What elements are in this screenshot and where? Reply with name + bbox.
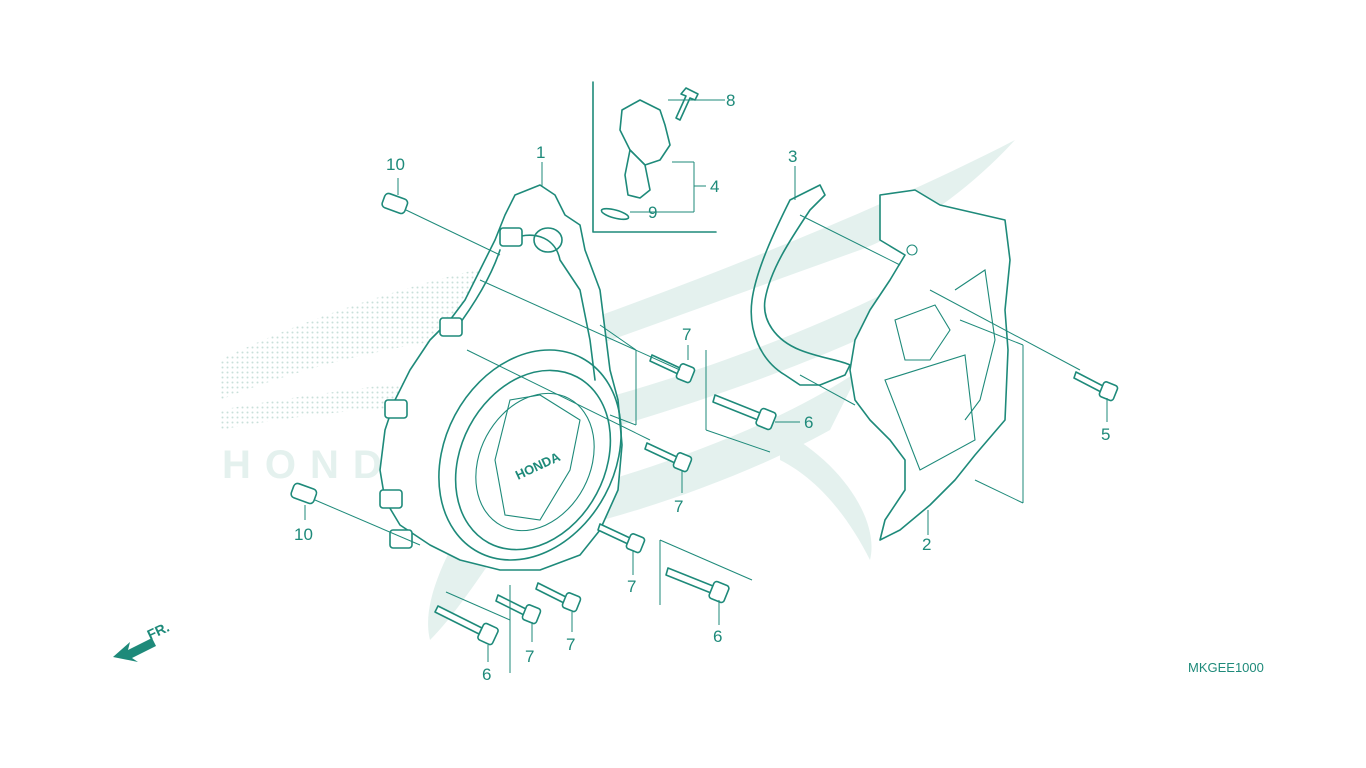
callout-10-top: 10 — [386, 155, 405, 174]
dowel-pin-bottom — [290, 482, 318, 505]
diagram-code: MKGEE1000 — [1188, 660, 1264, 675]
callout-7-low: 7 — [566, 635, 575, 654]
bolt-5 — [1073, 371, 1119, 402]
bolt-7-low — [535, 582, 582, 613]
bolt-7-lowmid — [597, 523, 646, 554]
crankcase-cover-part: HONDA — [379, 184, 623, 571]
front-label: FR. — [145, 619, 172, 643]
bolt-6-right — [665, 567, 730, 604]
callout-6-bottom: 6 — [482, 665, 491, 684]
bolt-7-bottom — [495, 594, 542, 625]
gasket-part — [750, 184, 851, 386]
callout-3: 3 — [788, 147, 797, 166]
bolt-7-mid — [644, 442, 693, 473]
leader-lines — [304, 99, 1108, 673]
sprocket-cover-part — [849, 189, 1011, 541]
callout-5: 5 — [1101, 425, 1110, 444]
callout-6-center: 6 — [804, 413, 813, 432]
callout-4: 4 — [710, 177, 719, 196]
front-direction-arrow: FR. — [113, 619, 172, 662]
callout-6-right: 6 — [713, 627, 722, 646]
callout-7-top: 7 — [682, 325, 691, 344]
bolt-6-bottom — [434, 605, 499, 646]
dowel-pin-top — [381, 192, 409, 215]
callout-2: 2 — [922, 535, 931, 554]
callout-8: 8 — [726, 91, 735, 110]
callout-7-lowmid: 7 — [627, 577, 636, 596]
callout-7-mid: 7 — [674, 497, 683, 516]
callout-1: 1 — [536, 143, 545, 162]
speed-sensor-group — [592, 81, 717, 233]
callout-10-bottom: 10 — [294, 525, 313, 544]
arrow-icon — [113, 638, 156, 662]
bolt-6-center — [712, 394, 777, 431]
callout-9: 9 — [648, 203, 657, 222]
callout-7-bottom: 7 — [525, 647, 534, 666]
